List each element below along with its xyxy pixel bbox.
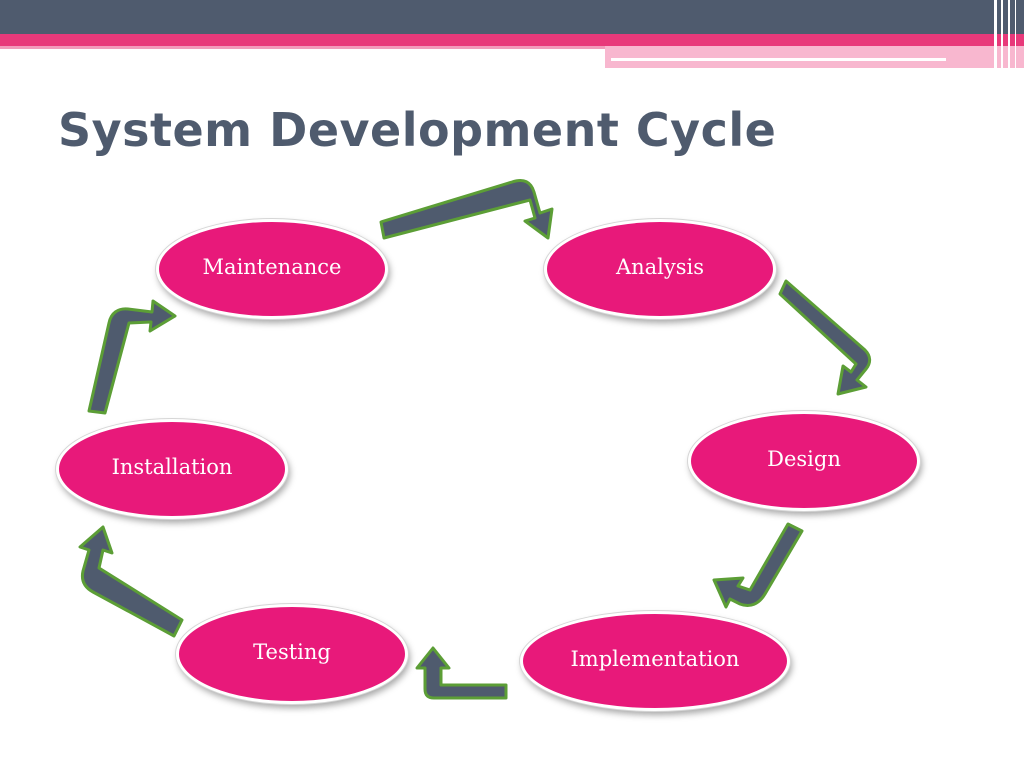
stage-label: Installation [111, 455, 233, 479]
stage-label: Maintenance [202, 255, 342, 279]
header-accent-step [605, 46, 1024, 68]
stage-label: Design [767, 447, 841, 471]
stage-label: Analysis [615, 255, 705, 279]
stage-analysis: Analysis [544, 219, 776, 319]
stage-implementation: Implementation [520, 611, 790, 711]
header-bar [0, 0, 1024, 34]
stage-label: Implementation [570, 647, 740, 671]
header-accent-band [0, 34, 1024, 46]
stage-label: Testing [253, 640, 331, 664]
arrow-testing-to-installation-icon [78, 525, 184, 638]
stage-installation: Installation [56, 419, 288, 519]
header-accent-step-line [611, 58, 946, 61]
arrow-implementation-to-testing-icon [415, 646, 508, 700]
arrow-design-to-implementation-icon [712, 522, 804, 609]
slide-title: System Development Cycle [58, 103, 777, 157]
header-stripe [1001, 0, 1003, 68]
stage-testing: Testing [176, 604, 408, 704]
header-stripe [994, 0, 997, 68]
header-stripe [1008, 0, 1010, 68]
stage-design: Design [688, 411, 920, 511]
header-accent-line [0, 46, 605, 49]
arrow-analysis-to-design-icon [778, 279, 872, 396]
arrow-installation-to-maintenance-icon [87, 299, 177, 415]
header-stripe [1015, 0, 1016, 68]
stage-maintenance: Maintenance [156, 219, 388, 319]
arrow-maintenance-to-analysis-icon [379, 178, 554, 240]
